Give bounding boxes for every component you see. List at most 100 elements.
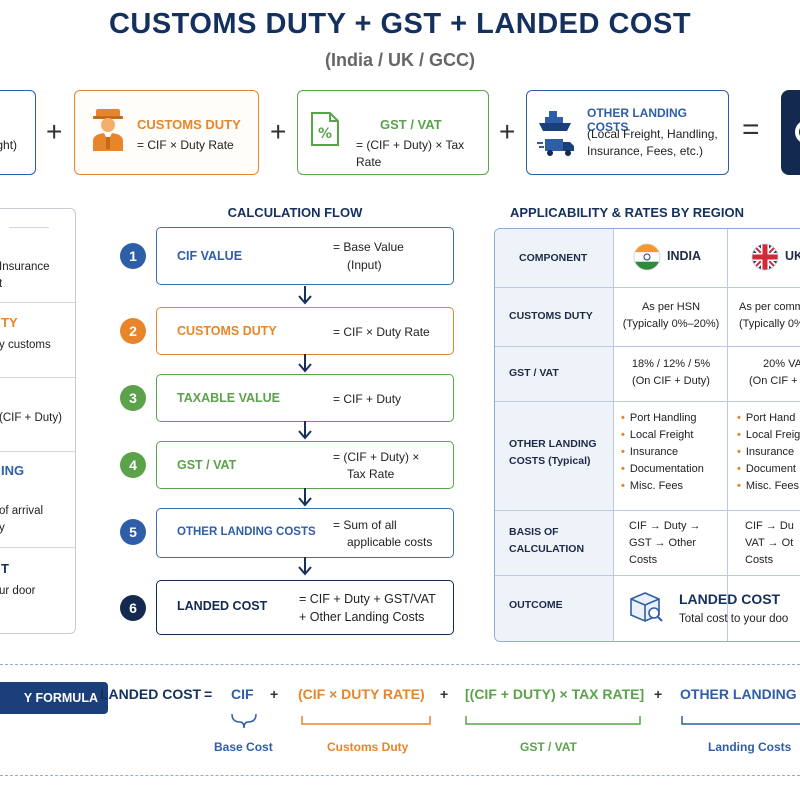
gst-title: GST / VAT <box>380 117 442 132</box>
formula-plus: + <box>440 686 449 702</box>
cell-uk: CIF → Du <box>745 520 794 532</box>
bullet-item: •Port Hand <box>737 412 796 424</box>
flow-title: CALCULATION FLOW <box>227 205 363 220</box>
cif-summary-box: eight) <box>0 90 36 175</box>
cell-uk: (Typically 0% <box>739 318 800 330</box>
outcome-title: LANDED COST <box>679 591 781 607</box>
ship-truck-icon <box>537 111 574 156</box>
step-number: 3 <box>120 385 146 411</box>
cell-uk: Costs <box>745 554 774 566</box>
customs-duty-formula: = CIF × Duty Rate <box>137 138 234 152</box>
left-card-text: ur door <box>0 585 36 597</box>
cell-india: 18% / 12% / 5% <box>631 358 711 370</box>
row-label: BASIS OF <box>509 526 559 538</box>
row-label: COSTS (Typical) <box>509 455 591 467</box>
step-value: = CIF + Duty <box>333 392 402 406</box>
divider <box>0 451 75 452</box>
formula-sub-gst: GST / VAT <box>520 740 577 754</box>
formula-sub-duty: Customs Duty <box>327 740 409 754</box>
svg-text:%: % <box>318 126 332 142</box>
formula-pill: Y FORMULA <box>0 682 108 714</box>
step-value: = Base Value <box>333 240 404 254</box>
step-number: 2 <box>120 318 146 344</box>
formula-landed: LANDED COST <box>100 686 202 702</box>
bullet-item: •Document <box>737 463 796 475</box>
divider <box>0 547 75 548</box>
step-value: applicable costs <box>347 535 433 549</box>
other-costs-line1: (Local Freight, Handling, <box>587 127 718 141</box>
left-card-text: of arrival <box>0 505 44 517</box>
formula-equals: = <box>204 686 213 702</box>
cell-uk: VAT → Ot <box>745 537 794 549</box>
uk-flag-icon <box>751 243 779 271</box>
bullet-item: •Local Freig <box>737 429 800 441</box>
row-label: OTHER LANDING <box>509 438 597 450</box>
bullet-item: •Local Freight <box>621 429 694 441</box>
customs-duty-summary-box: CUSTOMS DUTY = CIF × Duty Rate <box>74 90 259 175</box>
formula-cif: CIF <box>231 686 254 702</box>
left-card-text: y <box>0 522 5 534</box>
divider <box>727 229 728 641</box>
divider <box>495 575 800 576</box>
cell-india: (On CIF + Duty) <box>632 375 710 387</box>
step-number: 4 <box>120 452 146 478</box>
other-costs-title: OTHER LANDING COSTS <box>587 106 687 134</box>
formula-brackets <box>231 713 800 729</box>
equals-sign: = <box>742 113 760 146</box>
formula-other: OTHER LANDING CO <box>680 686 800 702</box>
flow-arrow-icon <box>298 421 312 440</box>
flow-step-taxable: TAXABLE VALUE = CIF + Duty <box>156 374 454 422</box>
cell-india: CIF → Duty → <box>629 520 701 532</box>
step-label: GST / VAT <box>177 458 237 472</box>
flow-step-cif: CIF VALUE = Base Value (Input) <box>156 227 454 285</box>
left-card-text: y customs <box>0 339 51 351</box>
cif-summary-text: eight) <box>0 138 18 152</box>
bullet-item: •Misc. Fees <box>737 480 800 492</box>
outcome-desc: Total cost to your doo <box>679 613 789 625</box>
applicability-table: COMPONENT INDIA UK CUSTOMS DUTY As per H… <box>494 228 800 642</box>
row-label: CALCULATION <box>509 543 585 555</box>
formula-sub-landing: Landing Costs <box>708 740 792 754</box>
customs-officer-icon <box>93 109 123 151</box>
cell-uk: 20% VA <box>763 358 800 370</box>
row-label: OUTCOME <box>509 599 563 611</box>
step-value: + Other Landing Costs <box>299 610 425 624</box>
left-card-text: t <box>0 278 3 290</box>
left-card-text: (CIF + Duty) <box>0 412 62 424</box>
bullet-item: •Documentation <box>621 463 704 475</box>
table-header-uk: UK <box>785 249 800 263</box>
step-number: 5 <box>120 519 146 545</box>
customs-duty-title: CUSTOMS DUTY <box>137 117 241 132</box>
divider <box>495 287 800 288</box>
formula-gst-term: [(CIF + DUTY) × TAX RATE] <box>465 686 645 702</box>
row-label: GST / VAT <box>509 367 559 379</box>
divider <box>495 510 800 511</box>
flow-step-landed: LANDED COST = CIF + Duty + GST/VAT + Oth… <box>156 580 454 635</box>
step-value: = (CIF + Duty) × <box>333 450 420 464</box>
flow-arrow-icon <box>298 354 312 373</box>
flow-arrow-icon <box>298 557 312 576</box>
cell-uk: As per comm <box>739 301 800 313</box>
step-label: OTHER LANDING COSTS <box>177 526 316 538</box>
flow-arrow-icon <box>298 488 312 507</box>
formula-plus: + <box>270 686 279 702</box>
gst-summary-box: % GST / VAT = (CIF + Duty) × Tax Rate <box>297 90 489 175</box>
step-value: = CIF × Duty Rate <box>333 325 430 339</box>
plus-sign: + <box>46 116 63 147</box>
cell-india: GST → Other <box>629 537 697 549</box>
divider <box>495 401 800 402</box>
flow-step-other: OTHER LANDING COSTS = Sum of all applica… <box>156 508 454 558</box>
left-summary-card: Insurance t TY y customs (CIF + Duty) IN… <box>0 208 76 634</box>
divider <box>9 227 49 228</box>
bullet-item: •Port Handling <box>621 412 697 424</box>
gst-formula: = (CIF + Duty) × Tax Rate <box>356 138 465 169</box>
formula-duty-term: (CIF × DUTY RATE) <box>298 686 425 702</box>
table-label-column <box>495 229 613 641</box>
tax-document-icon: % <box>311 112 339 146</box>
table-title: APPLICABILITY & RATES BY REGION <box>510 205 745 220</box>
plus-sign: + <box>499 116 516 147</box>
left-card-text: Insurance <box>0 261 50 273</box>
result-icon <box>795 122 800 142</box>
divider <box>495 346 800 347</box>
table-header-india: INDIA <box>667 249 702 263</box>
